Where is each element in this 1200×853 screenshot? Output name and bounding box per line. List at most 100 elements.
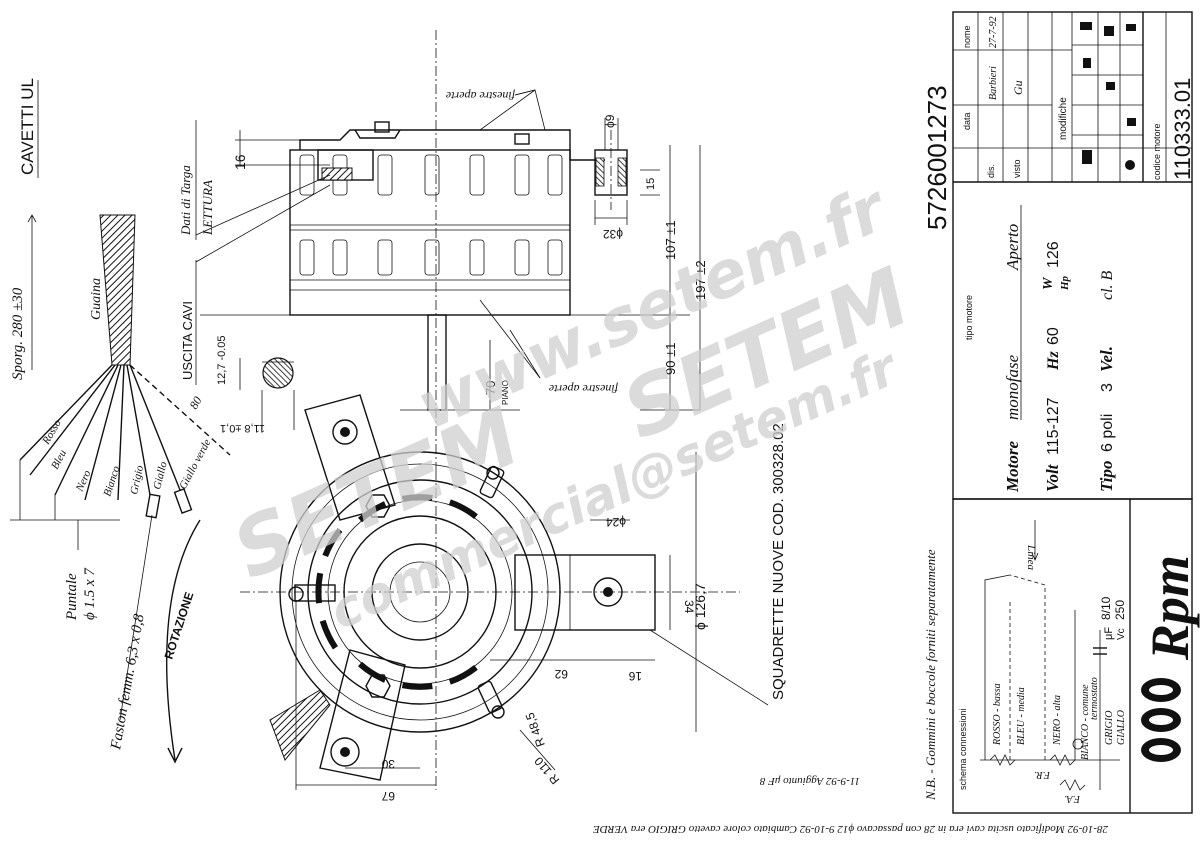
- squadrette-label: SQUADRETTE NUOVE COD. 300328.02: [770, 423, 787, 700]
- dim-70: 70: [483, 381, 498, 395]
- mounting-bracket-bottom: [319, 649, 406, 781]
- dim-197: 197 ±2: [693, 260, 708, 300]
- faston-label: Faston femm. 6,3 x 0,8: [108, 612, 148, 751]
- wire-bleu-media: BLEU - media: [1016, 687, 1027, 745]
- hz-value: 60: [1045, 327, 1062, 345]
- brand-name: Rpm: [1140, 555, 1200, 661]
- dim-16: 16: [232, 154, 248, 170]
- hz-label: Hz: [1045, 351, 1062, 371]
- note-added: 11-9-92 Aggiunto μF 8: [759, 775, 860, 787]
- cooling-slots: [299, 154, 563, 276]
- wire-bleu: Bleu: [49, 448, 69, 472]
- guaina-label: Guaina: [89, 278, 104, 320]
- row-dis: dis.: [986, 164, 996, 178]
- vel-value: 3: [1099, 383, 1116, 392]
- dim-62: 62: [554, 667, 568, 681]
- volt-label: Volt: [1043, 463, 1062, 492]
- note-footer: 28-10-92 Modificato uscita cavi era in 2…: [593, 823, 1108, 835]
- wire-rosso-bassa: ROSSO - bassa: [992, 683, 1003, 746]
- wire-rosso: Rosso: [40, 417, 64, 447]
- cable-exit: [269, 689, 331, 761]
- revision-mark: [1127, 118, 1136, 126]
- fa-label: F.A.: [1064, 793, 1081, 804]
- sporgenza: Sporg. 280 ±30: [10, 287, 26, 380]
- motore-label: Motore: [1003, 441, 1022, 493]
- cable-detail: CAVETTI UL Sporg. 280 ±30 Guaina Rosso B…: [10, 78, 231, 764]
- drawing-number: 5726001273: [922, 85, 952, 230]
- volt-line: Volt 115-127 Hz 60 W Hp 126: [1041, 241, 1071, 492]
- w-label: W: [1041, 276, 1056, 290]
- col-nome: nome: [962, 25, 972, 48]
- motor-side-view: Dati di Targa LETTURA USCITA CAVI finest…: [178, 30, 708, 470]
- revision-mark: [1125, 160, 1135, 170]
- revision-mark: [1106, 82, 1115, 90]
- finestre-aperte-bottom: finestre aperte: [548, 382, 618, 396]
- linea-label: Linea: [1025, 544, 1037, 571]
- rotation-arrow: [165, 519, 201, 764]
- codice-label: codice motore: [1152, 123, 1162, 180]
- schema-block: schema connessioni Linea ROSSO - bassa B…: [952, 498, 1200, 814]
- faston-terminal: [173, 488, 193, 514]
- finestre-aperte-top: finestre aperte: [445, 89, 515, 103]
- cable-title: CAVETTI UL: [18, 78, 37, 175]
- dim-phi24: ϕ24: [606, 515, 626, 529]
- thermostat-symbol: [1072, 738, 1084, 750]
- watermark: www.setem.fr SETEM SETEM commercial@sete…: [220, 171, 923, 641]
- col-data: data: [962, 112, 972, 130]
- cable-sheath: [99, 214, 136, 366]
- mounting-bracket-top: [304, 394, 396, 521]
- revision-mark: [1126, 24, 1136, 31]
- title-block: nome data dis. visto Barbieri 27-7-92 Gu…: [922, 11, 1195, 500]
- dim-16-front: 16: [628, 669, 642, 683]
- dim-67: 67: [381, 789, 395, 803]
- cap-uf-value: 8/10: [1099, 596, 1113, 620]
- codice-value: 110333.01: [1170, 78, 1195, 180]
- dim-phi1267: ϕ 126,7: [692, 583, 708, 630]
- wire-grigio: Grigio: [128, 464, 146, 496]
- dim-90: 90 ±1: [663, 343, 678, 375]
- volt-value: 115-127: [1045, 397, 1062, 455]
- rpm-logo: Rpm: [1140, 555, 1200, 762]
- motor-housing: [279, 451, 561, 733]
- shaft-section: [262, 357, 294, 389]
- motore-line: Motore monofase Aperto: [1003, 205, 1022, 493]
- modifiche-label: modifiche: [1058, 97, 1069, 140]
- dim-r110: R 110: [531, 754, 562, 787]
- schema-title: schema connessioni: [958, 708, 968, 790]
- piano-label: PIANO: [501, 380, 510, 405]
- wire-giallo: Giallo: [151, 460, 170, 491]
- dim-107: 107 ±1: [663, 220, 678, 260]
- vel-label: Vel.: [1097, 346, 1116, 372]
- wire-giallo: GIALLO: [1116, 710, 1127, 745]
- motore-value: monofase: [1003, 354, 1022, 420]
- dim-phi9: ϕ9: [603, 114, 617, 128]
- dim-30: 30: [381, 757, 395, 771]
- revision-mark: [1104, 26, 1114, 36]
- dati-targa: Dati di Targa: [178, 165, 193, 236]
- fr-label: F.R.: [1034, 769, 1051, 780]
- puntale-dim: ϕ 1.5 x 7: [82, 567, 98, 620]
- wire-giallo-verde: Giallo verde: [177, 437, 213, 491]
- shaft-dim-118: 11,8 ±0,1: [220, 422, 265, 434]
- tipo-motore-label: tipo motore: [964, 295, 974, 340]
- wire-nero-alta: NERO - alta: [1052, 695, 1063, 746]
- termostato-label: termostato: [1089, 677, 1100, 720]
- housing-slots: [315, 494, 482, 690]
- revision-mark: [1080, 22, 1092, 30]
- row-visto: visto: [1012, 159, 1022, 178]
- class-value: cl. B: [1099, 270, 1116, 300]
- wire-grigio: GRIGIO: [1104, 711, 1115, 745]
- mounting-bracket-right: [514, 554, 656, 631]
- cap-vc-label: Vc: [1116, 628, 1127, 640]
- dim-34: 34: [682, 600, 696, 614]
- cap-uf-label: μF: [1103, 627, 1115, 640]
- hp-label: Hp: [1059, 275, 1071, 291]
- shaft-dim-127: 12,7 -0.05: [216, 335, 228, 385]
- dim-phi32: ϕ32: [603, 227, 623, 241]
- tipo-label: Tipo: [1097, 461, 1116, 492]
- visto-name: Gu: [1011, 80, 1025, 95]
- w-value: 126: [1045, 241, 1062, 268]
- puntale-label: Puntale: [64, 573, 80, 621]
- revision-mark: [1083, 58, 1091, 68]
